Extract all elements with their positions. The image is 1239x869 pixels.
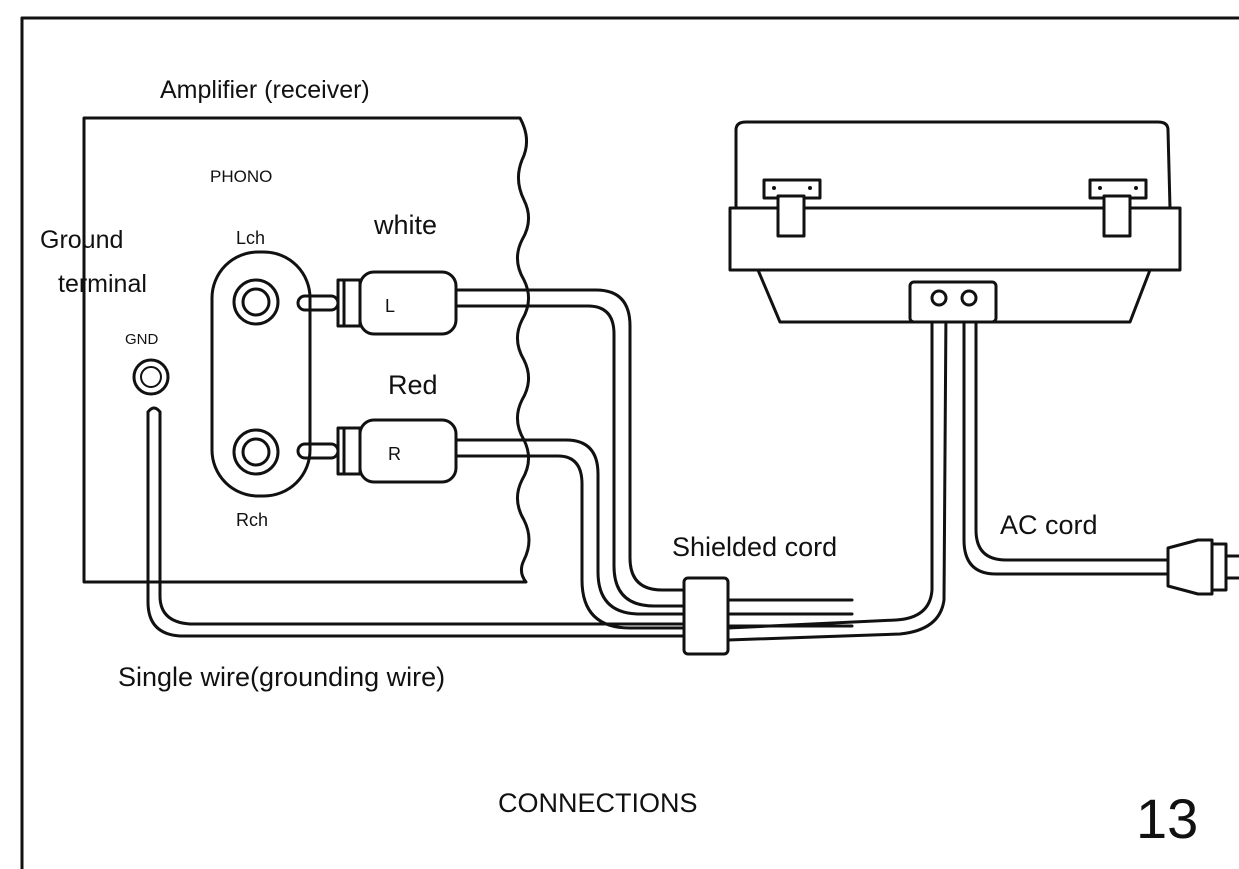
single-wire-label: Single wire(grounding wire)	[118, 662, 445, 692]
phono-jack-plate	[210, 250, 312, 498]
white-plug	[296, 270, 458, 336]
turntable-cords	[726, 306, 948, 642]
red-label: Red	[388, 370, 438, 400]
red-plug	[296, 418, 458, 484]
lch-jack	[232, 278, 280, 326]
amplifier-label: Amplifier (receiver)	[160, 76, 370, 104]
gnd-terminal	[132, 358, 170, 396]
grounding-wire	[146, 406, 686, 638]
plug-l-mark: L	[385, 296, 395, 316]
lch-label: Lch	[236, 228, 265, 248]
rch-jack	[232, 428, 280, 476]
shielded-cord-label: Shielded cord	[672, 532, 837, 562]
ac-cord-label: AC cord	[1000, 510, 1098, 540]
phono-label: PHONO	[210, 167, 272, 186]
ac-cord	[962, 304, 1239, 596]
white-label: white	[373, 210, 437, 240]
caption: CONNECTIONS	[498, 788, 698, 818]
amplifier-panel	[82, 116, 531, 584]
turntable-unit	[728, 120, 1182, 324]
gnd-label: GND	[125, 331, 159, 348]
cable-clamp	[682, 576, 730, 656]
shielded-cord-lines	[454, 288, 854, 630]
rch-label: Rch	[236, 510, 268, 530]
page-number: 13	[1136, 787, 1198, 850]
ground-terminal-label-line2: terminal	[58, 270, 147, 298]
ground-terminal-label-line1: Ground	[40, 226, 123, 254]
page-border	[20, 16, 1239, 869]
plug-r-mark: R	[388, 444, 401, 464]
